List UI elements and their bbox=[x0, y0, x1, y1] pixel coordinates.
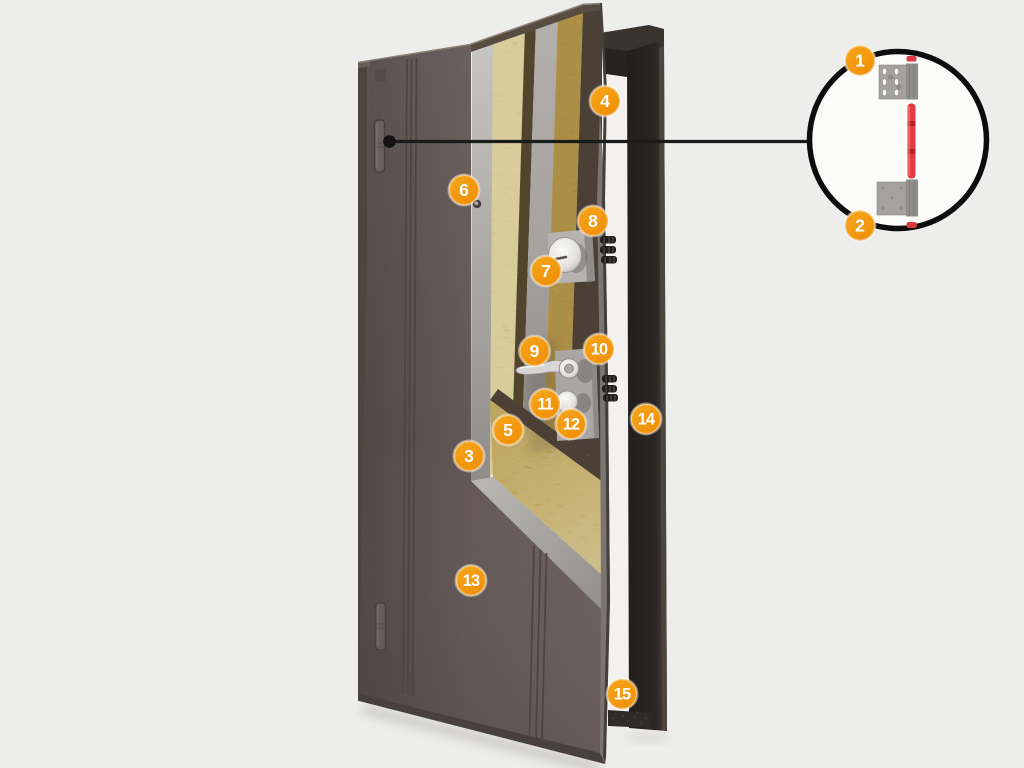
svg-text:8: 8 bbox=[588, 211, 598, 231]
svg-text:5: 5 bbox=[503, 420, 513, 440]
svg-text:9: 9 bbox=[530, 341, 540, 361]
svg-text:2: 2 bbox=[855, 216, 865, 236]
svg-text:3: 3 bbox=[464, 446, 474, 466]
svg-text:12: 12 bbox=[563, 416, 580, 434]
svg-text:15: 15 bbox=[614, 686, 631, 704]
svg-text:4: 4 bbox=[600, 91, 610, 111]
svg-text:1: 1 bbox=[855, 51, 865, 71]
svg-text:6: 6 bbox=[459, 180, 469, 200]
svg-text:10: 10 bbox=[591, 341, 608, 359]
svg-text:11: 11 bbox=[537, 396, 553, 414]
svg-text:14: 14 bbox=[638, 411, 655, 429]
svg-text:13: 13 bbox=[463, 572, 480, 590]
svg-text:7: 7 bbox=[541, 261, 551, 281]
